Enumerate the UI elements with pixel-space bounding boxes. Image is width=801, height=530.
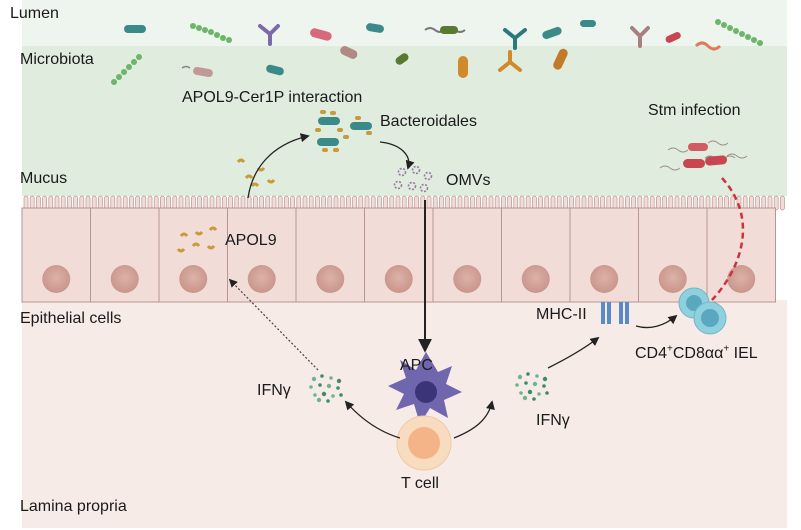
region-label-microbiota: Microbiota (20, 51, 94, 69)
label-stm-infection: Stm infection (648, 102, 740, 120)
label-t-cell: T cell (401, 475, 439, 493)
t-cell (397, 416, 451, 470)
label-mhc-ii: MHC-II (536, 306, 587, 324)
label-ifn-gamma-left: IFNγ (257, 382, 291, 400)
region-label-lumen: Lumen (10, 5, 59, 23)
label-iel: CD4+CD8αα+ IEL (635, 345, 758, 363)
region-label-mucus: Mucus (20, 170, 67, 188)
region-label-epithelial-cells: Epithelial cells (20, 310, 121, 328)
label-ifn-gamma-right: IFNγ (536, 412, 570, 430)
label-bacteroidales: Bacteroidales (380, 113, 477, 131)
label-omvs: OMVs (446, 172, 490, 190)
label-apc: APC (400, 357, 433, 375)
label-apol9-cer1p: APOL9-Cer1P interaction (182, 89, 362, 107)
lamina-propria-region (22, 300, 787, 528)
region-label-lamina-propria: Lamina propria (20, 498, 127, 516)
epithelial-cell-row (22, 208, 776, 302)
label-apol9: APOL9 (225, 232, 277, 250)
